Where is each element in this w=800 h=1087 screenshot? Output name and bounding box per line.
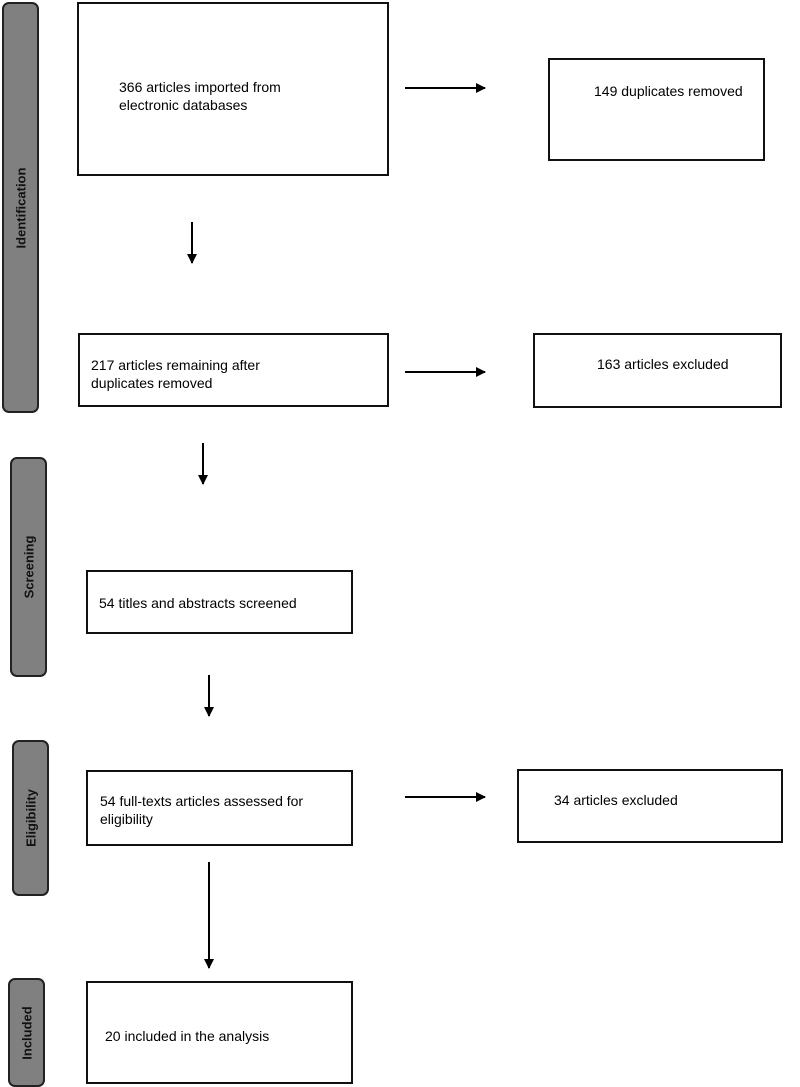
box-excluded-1: 163 articles excluded — [533, 333, 782, 408]
box-text: 20 included in the analysis — [105, 1028, 270, 1044]
box-screened: 54 titles and abstracts screened — [86, 570, 353, 634]
box-text: 54 full-texts articles assessed for elig… — [100, 793, 304, 827]
stage-eligibility: Eligibility — [12, 740, 49, 896]
box-excluded-2: 34 articles excluded — [517, 769, 783, 843]
box-text: 54 titles and abstracts screened — [99, 595, 297, 611]
box-text: 34 articles excluded — [554, 792, 678, 808]
box-text: 366 articles imported from electronic da… — [119, 79, 281, 113]
box-fulltext: 54 full-texts articles assessed for elig… — [86, 770, 353, 846]
box-text: 163 articles excluded — [597, 356, 729, 372]
stage-included: Included — [8, 978, 45, 1087]
box-remaining: 217 articles remaining after duplicates … — [78, 333, 389, 407]
box-included: 20 included in the analysis — [86, 981, 353, 1084]
box-imported: 366 articles imported from electronic da… — [77, 2, 389, 176]
box-duplicates: 149 duplicates removed — [548, 58, 765, 161]
stage-screening: Screening — [10, 457, 47, 677]
box-text: 217 articles remaining after duplicates … — [91, 357, 260, 391]
box-text: 149 duplicates removed — [594, 83, 743, 99]
stage-identification: Identification — [2, 2, 39, 413]
